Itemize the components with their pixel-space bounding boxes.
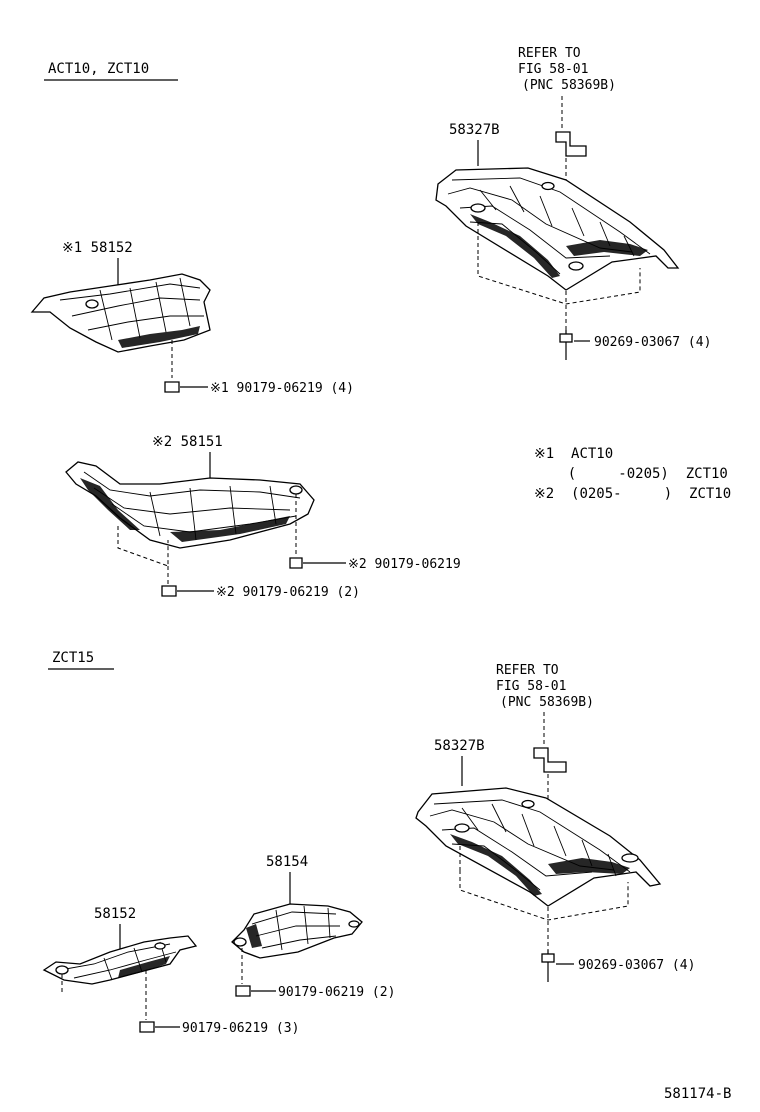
nut-58152-lower — [139, 1021, 155, 1033]
refer-line-2-lower: FIG 58-01 — [496, 679, 566, 694]
insulator-58327b-lower — [415, 787, 662, 907]
nut-58151-a — [289, 557, 303, 569]
label-58327b-lower: 58327B — [434, 738, 485, 754]
label-90269-upper: 90269-03067 (4) — [594, 335, 711, 350]
label-58152-upper: ※1 58152 — [62, 240, 133, 256]
section-title-lower: ZCT15 — [52, 650, 94, 666]
nut-58152-upper — [164, 381, 180, 393]
section-title-upper: ACT10, ZCT10 — [48, 61, 149, 77]
insulator-58152-lower — [42, 935, 198, 985]
insulator-58152-upper — [30, 273, 211, 353]
label-58151: ※2 58151 — [152, 434, 223, 450]
bracket-upper — [555, 131, 587, 157]
insulator-58151 — [65, 461, 315, 549]
nut-58154 — [235, 985, 251, 997]
refer-line-1-upper: REFER TO — [518, 46, 581, 61]
label-nut-58151-b: ※2 90179-06219 (2) — [216, 585, 360, 600]
label-nut-58154: 90179-06219 (2) — [278, 985, 395, 1000]
label-58154: 58154 — [266, 854, 308, 870]
dash-box-58151 — [117, 526, 169, 567]
label-nut-58152-upper: ※1 90179-06219 (4) — [210, 381, 354, 396]
refer-line-3-upper: (PNC 58369B) — [522, 78, 616, 93]
label-nut-58151-a: ※2 90179-06219 — [348, 557, 461, 572]
insulator-58327b-upper — [435, 167, 680, 291]
bracket-lower — [533, 747, 567, 773]
refer-line-3-lower: (PNC 58369B) — [500, 695, 594, 710]
refer-line-2-upper: FIG 58-01 — [518, 62, 588, 77]
note-2: ( -0205) ZCT10 — [534, 466, 728, 482]
dash-box-lower — [459, 870, 629, 921]
nut-58151-b — [161, 585, 177, 597]
bolt-head-lower — [541, 953, 555, 963]
note-3: ※2 (0205- ) ZCT10 — [534, 486, 731, 502]
bolt-head-upper — [559, 333, 573, 343]
label-90269-lower: 90269-03067 (4) — [578, 958, 695, 973]
label-nut-58152-lower: 90179-06219 (3) — [182, 1021, 299, 1036]
figure-id: 581174-B — [664, 1086, 731, 1102]
dash-box-upper — [477, 256, 641, 305]
note-1: ※1 ACT10 — [534, 446, 613, 462]
insulator-58154 — [231, 903, 363, 959]
refer-line-1-lower: REFER TO — [496, 663, 559, 678]
label-58327b-upper: 58327B — [449, 122, 500, 138]
label-58152-lower: 58152 — [94, 906, 136, 922]
